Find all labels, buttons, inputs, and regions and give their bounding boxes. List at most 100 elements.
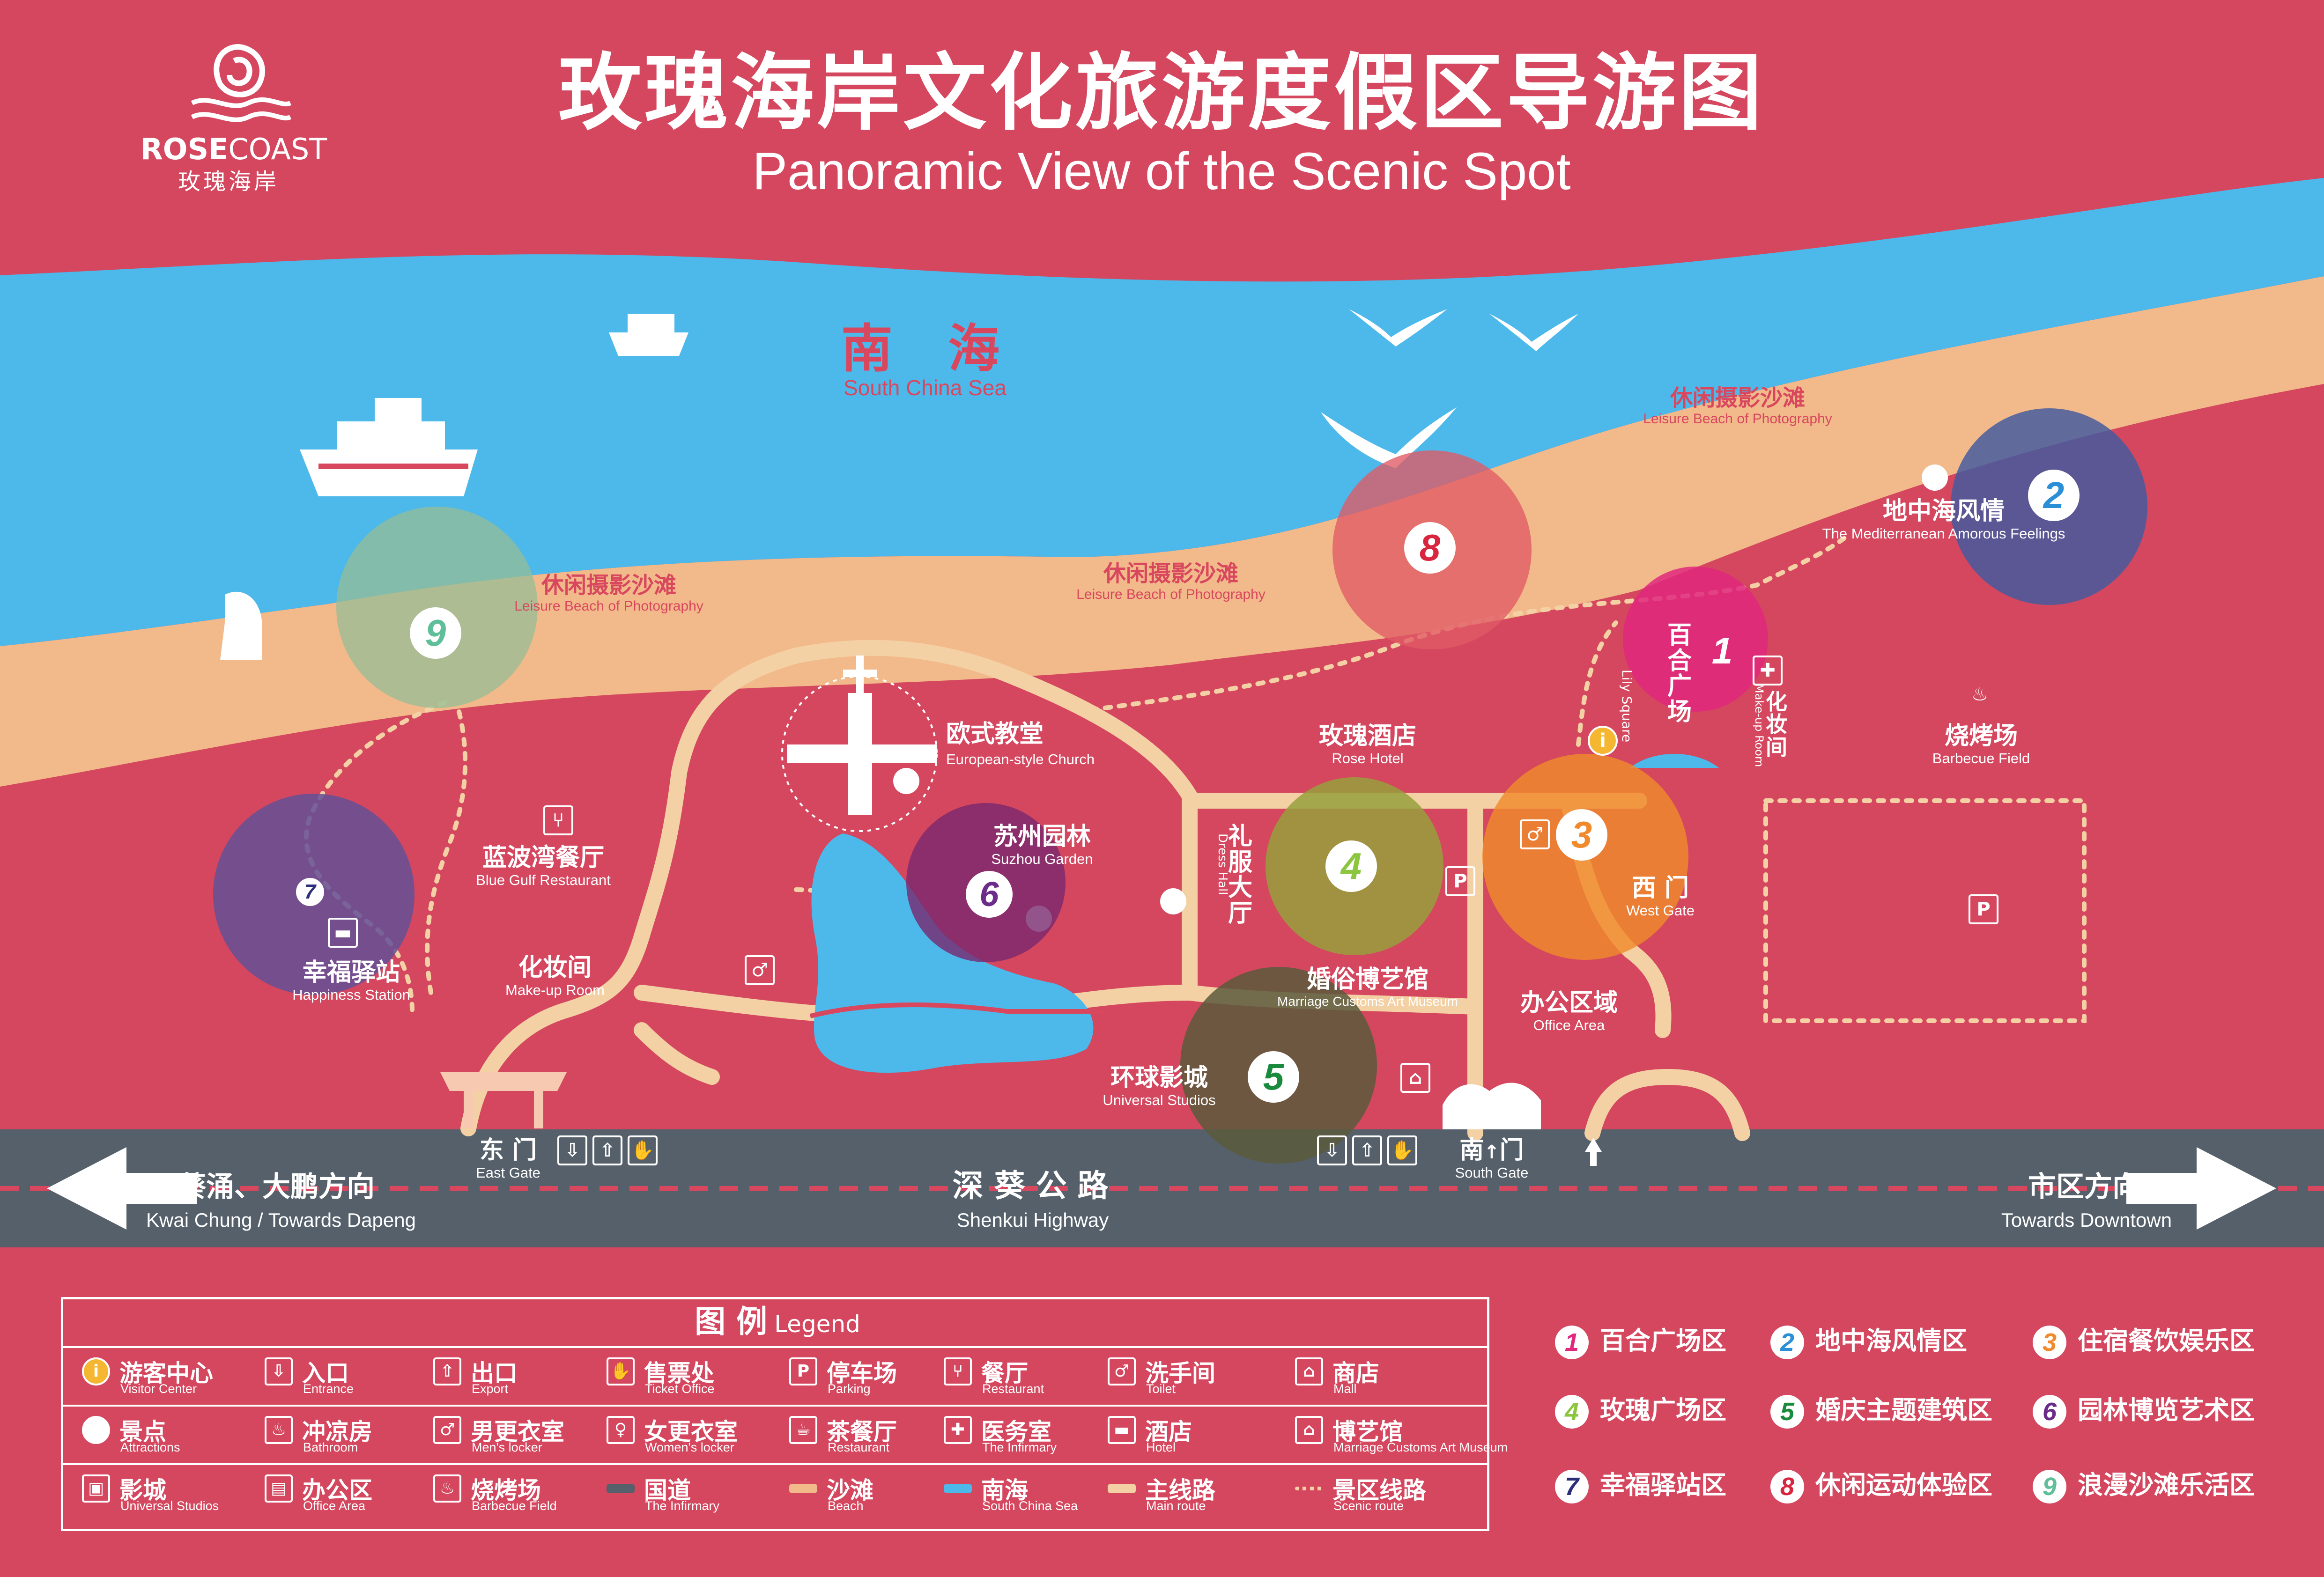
label-zh: 苏州园林 xyxy=(993,823,1091,851)
label-rose-hotel[interactable]: 玫瑰酒店 Rose Hotel xyxy=(1319,723,1416,766)
zone-number-badge: 6 xyxy=(2033,1395,2066,1429)
label-en: Make-up Room xyxy=(505,981,605,998)
parking-icon[interactable]: P xyxy=(1445,866,1475,896)
label-en: South Gate xyxy=(1455,1164,1529,1181)
label-zh: 蓝波湾餐厅 xyxy=(482,844,605,872)
legend-title-zh: 图 例 xyxy=(695,1304,768,1340)
zone-badge-2: 2 xyxy=(2028,470,2080,521)
legend-item-label: 停车场 xyxy=(827,1360,897,1387)
legend-item-label: 商店 xyxy=(1332,1360,1379,1387)
zone-number-badge: 9 xyxy=(2033,1470,2066,1504)
sea-area xyxy=(0,178,2324,646)
label-zh: 礼服大厅 xyxy=(1228,823,1253,928)
zone-name: 婚庆主题建筑区 xyxy=(1815,1395,1992,1425)
label-office-area[interactable]: 办公区域 Office Area xyxy=(1520,990,1618,1033)
cinema-icon: ▣ xyxy=(82,1474,110,1503)
legend-item-label-en: Barbecue Field xyxy=(472,1499,557,1513)
label-en: Blue Gulf Restaurant xyxy=(476,871,611,888)
label-church[interactable]: 欧式教堂 European-style Church xyxy=(946,714,1095,768)
zone-badge-4: 4 xyxy=(1325,840,1377,892)
logo-text-rose: ROSE xyxy=(141,132,229,166)
zone-name: 园林博览艺术区 xyxy=(2078,1395,2255,1425)
zone-list-item[interactable]: 9 浪漫沙滩乐活区 xyxy=(2033,1468,2255,1504)
parking-icon: P xyxy=(789,1357,817,1385)
label-zh: 烧烤场 xyxy=(1944,722,2018,750)
restaurant-icon: ⑂ xyxy=(543,805,573,835)
label-universal-studios[interactable]: 环球影城 Universal Studios xyxy=(1103,1065,1215,1108)
legend-item-label: 入口 xyxy=(302,1360,349,1387)
tea-restaurant-icon: ☕ xyxy=(789,1416,817,1444)
mediterranean-attraction-dot xyxy=(1922,464,1948,491)
zone-list-item[interactable]: 6 园林博览艺术区 xyxy=(2033,1393,2255,1429)
beach-label-en: Leisure Beach of Photography xyxy=(514,598,703,614)
parking-icon[interactable]: P xyxy=(1969,894,1998,924)
legend-item-label-en: Visitor Center xyxy=(120,1382,197,1396)
label-makeup-room-vertical[interactable]: 化妆间 xyxy=(1766,691,1788,759)
beach-area xyxy=(0,276,2324,787)
label-happiness-station[interactable]: 幸福驿站 Happiness Station xyxy=(292,960,410,1002)
zone-name: 休闲运动体验区 xyxy=(1815,1470,1992,1500)
label-south-gate[interactable]: 南↑门 South Gate xyxy=(1455,1138,1529,1180)
zone-badge-9: 9 xyxy=(410,607,461,659)
barbecue-icon: ♨ xyxy=(433,1474,461,1503)
label-dress-hall[interactable]: 礼服大厅 xyxy=(1228,824,1254,926)
label-makeup-room[interactable]: 化妆间 Make-up Room xyxy=(505,955,605,998)
label-suzhou-garden[interactable]: 苏州园林 Suzhou Garden xyxy=(991,824,1093,867)
label-en: Happiness Station xyxy=(292,986,410,1003)
beach-label-en: Leisure Beach of Photography xyxy=(1076,587,1266,603)
label-zh: 地中海风情 xyxy=(1882,497,2005,525)
zone-circle-1[interactable] xyxy=(1623,567,1768,712)
legend-item-label: 游客中心 xyxy=(119,1360,213,1387)
sea-label-en: South China Sea xyxy=(844,376,1007,400)
legend-item-label: 烧烤场 xyxy=(471,1477,541,1504)
label-dress-hall-en: Dress Hall xyxy=(1215,833,1229,895)
ticket-icon: ✋ xyxy=(607,1357,635,1385)
highway-left-zh: 葵涌、大鹏方向 xyxy=(178,1171,375,1203)
label-en: Barbecue Field xyxy=(1932,750,2030,766)
label-west-gate[interactable]: 西 门 West Gate xyxy=(1626,876,1695,918)
mens-locker-icon: ♂ xyxy=(433,1416,461,1444)
label-zh: 东 门 xyxy=(479,1136,537,1164)
legend-item-label: 茶餐厅 xyxy=(827,1418,897,1445)
label-east-gate[interactable]: 东 门 East Gate xyxy=(476,1138,540,1180)
church-icon xyxy=(787,656,937,815)
legend-item-label-en: Beach xyxy=(828,1499,864,1513)
label-mediterranean[interactable]: 地中海风情 The Mediterranean Amorous Feelings xyxy=(1822,499,2065,541)
legend-item-label: 医务室 xyxy=(981,1418,1051,1445)
infirmary-icon: ✚ xyxy=(1753,656,1783,685)
museum-icon: ⌂ xyxy=(1400,1063,1430,1093)
zone-number-badge: 2 xyxy=(1770,1326,1804,1360)
legend-item-label: 景区线路 xyxy=(1332,1477,1426,1504)
label-barbecue[interactable]: 烧烤场 Barbecue Field xyxy=(1932,723,2030,766)
entrance-icon: ⇩ xyxy=(1317,1135,1347,1165)
hotel-icon: ▬ xyxy=(1108,1416,1136,1444)
label-blue-gulf[interactable]: 蓝波湾餐厅 Blue Gulf Restaurant xyxy=(476,845,611,888)
sea-swatch xyxy=(944,1484,972,1493)
national-road-swatch xyxy=(607,1484,635,1493)
zone-name: 玫瑰广场区 xyxy=(1600,1395,1726,1425)
legend-item-label-en: Hotel xyxy=(1146,1440,1176,1454)
zone-badge-3: 3 xyxy=(1556,809,1607,861)
museum-icon: ⌂ xyxy=(1295,1416,1323,1444)
zone-name: 浪漫沙滩乐活区 xyxy=(2078,1470,2255,1500)
beach-swatch xyxy=(789,1484,817,1493)
logo-text-coast: COAST xyxy=(228,132,327,166)
label-zh: 幸福驿站 xyxy=(302,958,400,987)
legend-item-label-en: The Infirmary xyxy=(982,1440,1057,1454)
beach-label-left: 休闲摄影沙滩 Leisure Beach of Photography xyxy=(514,574,703,614)
legend-item-label-en: Restaurant xyxy=(982,1382,1044,1396)
beach-label-zh: 休闲摄影沙滩 xyxy=(541,572,677,598)
exit-icon: ⇧ xyxy=(592,1135,622,1165)
label-lily-square[interactable]: 百合广场 xyxy=(1667,623,1705,725)
zone-badge-6: 6 xyxy=(966,871,1013,918)
legend-title-en: Legend xyxy=(774,1311,860,1338)
label-marriage-museum[interactable]: 婚俗博艺馆 Marriage Customs Art Museum xyxy=(1277,967,1458,1008)
